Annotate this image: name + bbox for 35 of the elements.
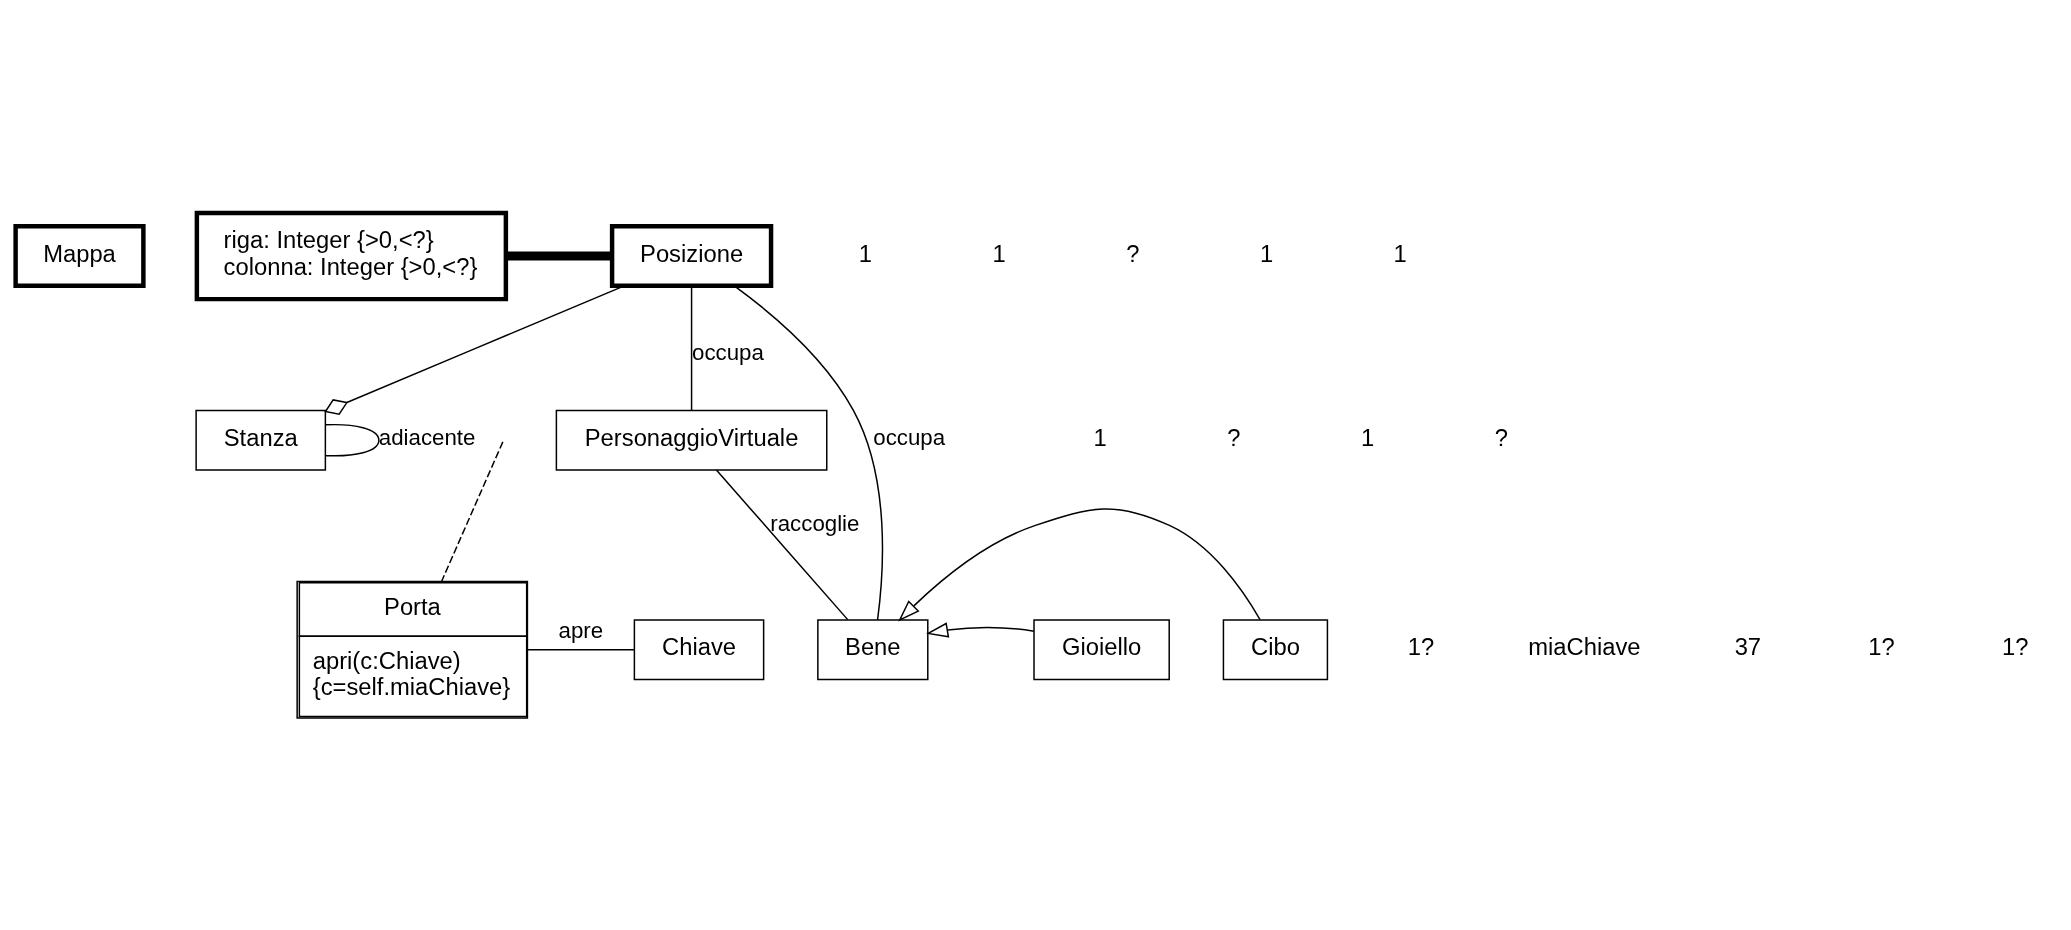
- node-box: Mappa: [13, 223, 146, 288]
- edge-label: adiacente: [378, 424, 476, 450]
- connector: [324, 423, 380, 457]
- node-box: Stanza: [195, 409, 327, 471]
- label: 1: [1093, 423, 1107, 451]
- label: 1: [992, 239, 1006, 267]
- node-box: Chiave: [633, 618, 765, 680]
- node-box: Bene: [817, 618, 929, 680]
- connector: [526, 648, 635, 650]
- edge-label: occupa: [692, 339, 764, 365]
- connector: [506, 251, 612, 260]
- label: 1?: [2002, 632, 2029, 660]
- edge-label: raccoglie: [770, 510, 860, 536]
- node-box: PersonaggioVirtuale: [555, 409, 828, 471]
- connector: [440, 440, 504, 582]
- node-box: Gioiello: [1033, 618, 1170, 680]
- connector: [715, 468, 849, 620]
- label: ?: [1227, 423, 1241, 451]
- label: 1: [858, 239, 872, 267]
- label: ?: [1494, 423, 1508, 451]
- label: miaChiave: [1528, 632, 1641, 660]
- label: 1: [1360, 423, 1375, 451]
- node-box: riga: Integer {>0,<?} colonna: Integer {>0,<?}: [194, 210, 509, 301]
- arrow: [898, 507, 1261, 621]
- node-box: Posizione: [609, 223, 774, 288]
- edge-label: apre: [558, 617, 604, 643]
- label: 1?: [1868, 632, 1895, 660]
- label: 37: [1734, 632, 1762, 660]
- label: 1?: [1407, 632, 1435, 660]
- label: ?: [1126, 239, 1140, 267]
- edge-label: occupa: [873, 424, 946, 450]
- node-box: Cibo: [1222, 618, 1329, 680]
- label: 1: [1259, 239, 1274, 267]
- label: 1: [1393, 239, 1407, 267]
- arrow: [926, 621, 1035, 638]
